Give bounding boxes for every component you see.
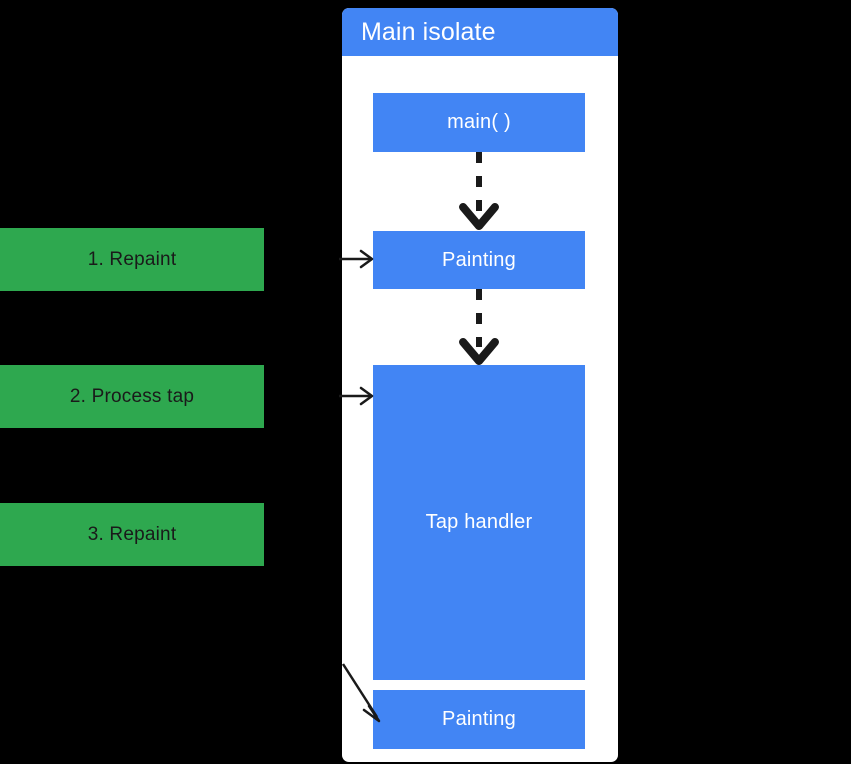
main-isolate-header: Main isolate [342, 8, 618, 56]
step-box-process-tap: 2. Process tap [0, 365, 264, 428]
task-box-painting-first: Painting [373, 231, 585, 289]
step-box-repaint-3: 3. Repaint [0, 503, 264, 566]
task-box-main: main( ) [373, 93, 585, 152]
step-box-repaint-1: 1. Repaint [0, 228, 264, 291]
main-isolate-title: Main isolate [361, 18, 496, 46]
task-box-painting-second: Painting [373, 690, 585, 749]
task-box-tap-handler: Tap handler [373, 365, 585, 680]
